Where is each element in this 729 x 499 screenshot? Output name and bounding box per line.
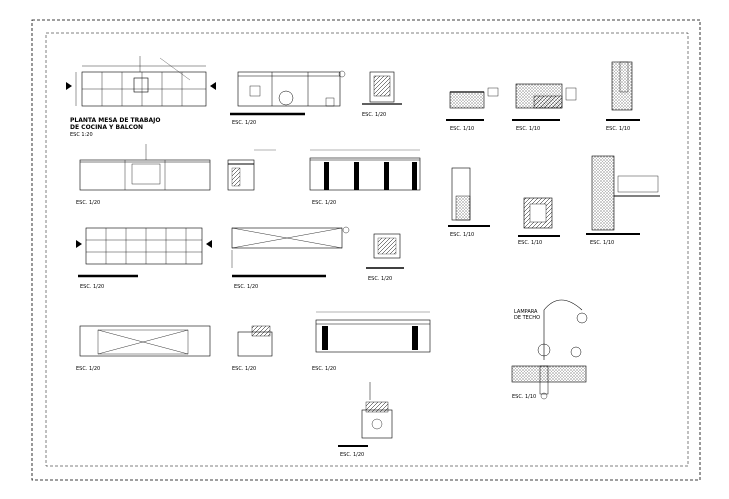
- long-counter-scale: ESC. 1/20: [312, 366, 336, 372]
- grid-scale: ESC. 1/20: [80, 284, 104, 290]
- lamp-title-line1: LAMPARA: [514, 309, 538, 315]
- elevation-cabinet: ESC. 1/20: [76, 144, 211, 206]
- panel-x-scale: ESC. 1/20: [76, 366, 100, 372]
- drain-scale: ESC. 1/20: [340, 452, 364, 458]
- elevation-panel-x: ESC. 1/20: [76, 325, 211, 372]
- section-wall-2: ESC. 1/10: [448, 167, 490, 238]
- detail-drain-box: ESC. 1/20: [338, 382, 393, 458]
- wall-2-scale: ESC. 1/10: [450, 232, 474, 238]
- section-column: ESC. 1/10: [518, 197, 560, 246]
- plan-title-line2: DE COCINA Y BALCON: [70, 124, 143, 131]
- elevation-counter: ESC. 1/20: [230, 70, 346, 126]
- section-cabinet-side: [227, 149, 276, 191]
- section-floor-2: ESC. 1/10: [512, 83, 577, 132]
- beam-scale: ESC. 1/20: [234, 284, 258, 290]
- detail-planter: ESC. 1/20: [366, 233, 404, 282]
- elevation-balcony: ESC. 1/20: [309, 149, 421, 206]
- plan-title-line1: PLANTA MESA DE TRABAJO: [70, 117, 160, 124]
- planter-scale: ESC. 1/20: [368, 276, 392, 282]
- outer-border: [31, 19, 701, 481]
- elevation-scale: ESC. 1/20: [232, 120, 256, 126]
- cabinet-scale: ESC. 1/20: [76, 200, 100, 206]
- lamp-title-line2: DE TECHO: [514, 315, 540, 321]
- lamp-scale: ESC. 1/10: [512, 394, 536, 400]
- section-wall-1: ESC. 1/10: [606, 61, 640, 132]
- detail-sink-support: ESC. 1/20: [362, 71, 402, 118]
- section-wall-3: ESC. 1/10: [586, 155, 660, 246]
- plan-kitchen-counter: PLANTA MESA DE TRABAJO DE COCINA Y BALCO…: [66, 56, 216, 138]
- elevation-beam: ESC. 1/20: [231, 226, 350, 290]
- section-floor-2-scale: ESC. 1/10: [516, 126, 540, 132]
- plan-scale: ESC 1:20: [70, 132, 93, 138]
- section-floor-1: ESC. 1/10: [446, 87, 499, 132]
- wall-3-scale: ESC. 1/10: [590, 240, 614, 246]
- elevation-long-counter: ESC. 1/20: [312, 311, 431, 372]
- balcony-scale: ESC. 1/20: [312, 200, 336, 206]
- section-floor-1-scale: ESC. 1/10: [450, 126, 474, 132]
- inner-border: [45, 32, 689, 467]
- detail-ceiling-lamp: LAMPARA DE TECHO ESC. 1/10: [511, 299, 588, 400]
- plan-balcony-grid: ESC. 1/20: [76, 227, 212, 290]
- shelf-scale: ESC. 1/20: [232, 366, 256, 372]
- detail-sink-scale: ESC. 1/20: [362, 112, 386, 118]
- section-shelf: ESC. 1/20: [232, 325, 273, 372]
- column-scale: ESC. 1/10: [518, 240, 542, 246]
- section-wall-1-scale: ESC. 1/10: [606, 126, 630, 132]
